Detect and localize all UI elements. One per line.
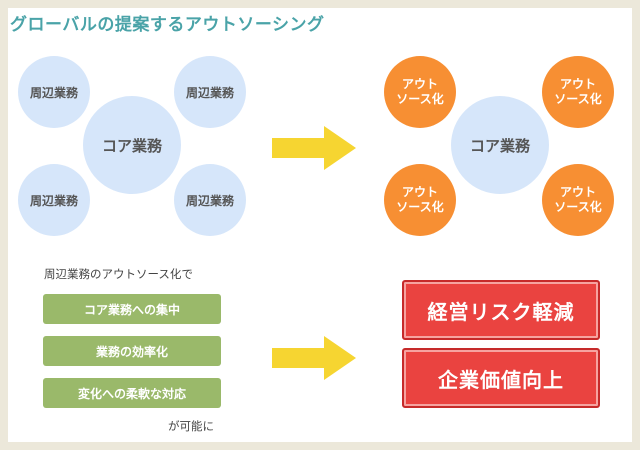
- left-satellite-top-left: 周辺業務: [18, 56, 90, 128]
- left-satellite-bottom-left: 周辺業務: [18, 164, 90, 236]
- arrow-right-icon: [272, 126, 356, 170]
- right-satellite-top-left: アウト ソース化: [384, 56, 456, 128]
- result-box-risk-reduction: 経営リスク軽減: [402, 280, 600, 340]
- right-satellite-bottom-left: アウト ソース化: [384, 164, 456, 236]
- benefit-item-focus: コア業務への集中: [43, 294, 221, 324]
- result-box-value-increase: 企業価値向上: [402, 348, 600, 408]
- right-satellite-bottom-right: アウト ソース化: [542, 164, 614, 236]
- benefit-item-flexibility: 変化への柔軟な対応: [43, 378, 221, 408]
- benefits-outro: が可能に: [168, 419, 214, 433]
- right-satellite-top-right: アウト ソース化: [542, 56, 614, 128]
- right-core-circle: コア業務: [451, 96, 549, 194]
- arrow-right-icon: [272, 336, 356, 380]
- left-satellite-top-right: 周辺業務: [174, 56, 246, 128]
- benefits-intro: 周辺業務のアウトソース化で: [44, 267, 193, 281]
- benefit-item-efficiency: 業務の効率化: [43, 336, 221, 366]
- left-core-circle: コア業務: [83, 96, 181, 194]
- left-satellite-bottom-right: 周辺業務: [174, 164, 246, 236]
- page-title: グローバルの提案するアウトソーシング: [10, 15, 325, 35]
